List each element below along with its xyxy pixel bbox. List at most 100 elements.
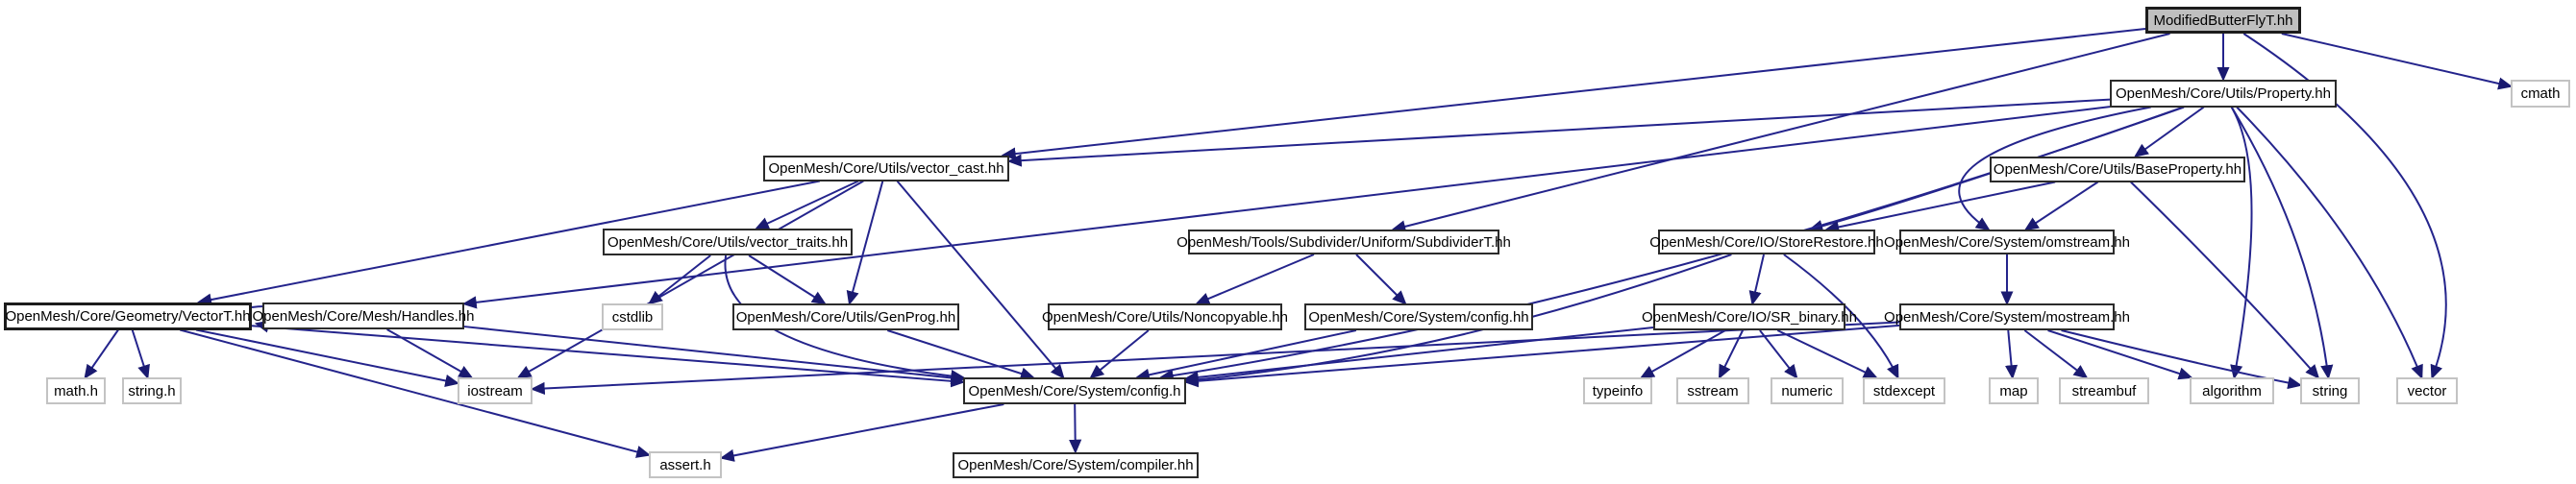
include-edge-mod-to-subdividert <box>1391 33 2170 233</box>
graph-node-genprog[interactable]: OpenMesh/Core/Utils/GenProg.hh <box>732 303 959 330</box>
include-edge-vector_cast-to-genprog <box>846 181 884 306</box>
include-edge-subdividert-to-confighh <box>1355 254 1407 305</box>
graph-node-map: map <box>1989 377 2039 404</box>
include-edge-vector_traits-to-cstdlib <box>648 254 711 305</box>
graph-node-label: OpenMesh/Core/Utils/Property.hh <box>2116 85 2331 102</box>
graph-node-baseproperty[interactable]: OpenMesh/Core/Utils/BaseProperty.hh <box>1990 156 2245 182</box>
graph-node-label: OpenMesh/Core/System/compiler.hh <box>957 456 1194 473</box>
include-edge-vectort-to-math_h <box>84 328 119 379</box>
include-edge-property-to-handles <box>461 106 2111 309</box>
graph-node-vector: vector <box>2396 377 2458 404</box>
include-edge-vector_cast-to-iostream <box>516 180 864 379</box>
include-edge-storerestore-to-stdexcept <box>1783 254 1899 380</box>
include-edge-noncopyable-to-configh <box>1089 329 1150 379</box>
graph-node-vector_cast[interactable]: OpenMesh/Core/Utils/vector_cast.hh <box>763 155 1009 182</box>
graph-node-storerestore[interactable]: OpenMesh/Core/IO/StoreRestore.hh <box>1649 230 1884 254</box>
include-edge-mostream-to-algorithm <box>2047 329 2193 380</box>
graph-node-label: iostream <box>467 382 523 399</box>
include-edge-sr_binary-to-numeric <box>1759 329 1798 379</box>
graph-node-label: OpenMesh/Core/IO/SR_binary.hh <box>1642 308 1857 326</box>
include-edge-sr_binary-to-configh <box>1183 326 1654 384</box>
graph-node-label: math.h <box>54 382 98 399</box>
include-edge-mod-to-vector_cast <box>1001 27 2146 160</box>
graph-node-label: OpenMesh/Core/Mesh/Handles.hh <box>252 307 475 325</box>
graph-node-label: OpenMesh/Core/System/omstream.hh <box>1884 233 2130 251</box>
graph-node-omstream[interactable]: OpenMesh/Core/System/omstream.hh <box>1884 230 2130 254</box>
graph-node-label: ModifiedButterFlyT.hh <box>2153 12 2293 29</box>
graph-node-math_h: math.h <box>46 377 106 404</box>
include-edge-configh-to-compiler <box>1069 403 1082 454</box>
graph-node-label: OpenMesh/Core/System/config.hh <box>1308 308 1529 326</box>
include-edge-vectort-to-iostream <box>195 328 460 387</box>
graph-node-label: OpenMesh/Core/Utils/Noncopyable.hh <box>1042 308 1288 326</box>
graph-node-mostream[interactable]: OpenMesh/Core/System/mostream.hh <box>1884 303 2130 330</box>
graph-node-label: cmath <box>2520 85 2561 102</box>
graph-node-iostream: iostream <box>458 377 533 404</box>
include-edge-subdividert-to-noncopyable <box>1195 254 1315 305</box>
graph-node-label: vector <box>2407 382 2447 399</box>
graph-node-label: sstream <box>1687 382 1739 399</box>
include-edge-mostream-to-configh <box>1183 324 1900 388</box>
graph-node-vector_traits[interactable]: OpenMesh/Core/Utils/vector_traits.hh <box>603 229 853 255</box>
graph-node-label: algorithm <box>2202 382 2262 399</box>
include-edge-vectort-to-configh <box>251 325 966 388</box>
include-edge-mostream-to-streambuf <box>2023 329 2089 379</box>
graph-node-label: streambuf <box>2071 382 2137 399</box>
include-edge-configh-to-assert_h <box>719 403 1004 462</box>
include-edge-vector_traits-to-genprog <box>748 254 827 305</box>
include-edge-vector_cast-to-vector_traits <box>754 180 859 230</box>
graph-node-label: OpenMesh/Core/Geometry/VectorT.hh <box>5 307 251 325</box>
graph-node-compiler[interactable]: OpenMesh/Core/System/compiler.hh <box>953 451 1199 478</box>
graph-node-label: OpenMesh/Core/Utils/vector_cast.hh <box>768 159 1004 177</box>
include-edge-property-to-vector_cast <box>1006 98 2111 167</box>
include-edge-sr_binary-to-typeinfo <box>1639 329 1726 379</box>
graph-node-assert_h: assert.h <box>649 451 722 478</box>
include-edge-property-to-vector <box>2236 106 2423 380</box>
graph-node-label: cstdlib <box>611 308 654 326</box>
include-edge-mostream-to-iostream <box>530 321 1900 396</box>
include-edge-mostream-to-string <box>2061 329 2303 390</box>
include-edge-vector_cast-to-vectort <box>197 180 821 306</box>
include-edge-vectort-to-assert_h <box>179 328 652 458</box>
graph-node-sr_binary[interactable]: OpenMesh/Core/IO/SR_binary.hh <box>1642 303 1857 330</box>
include-edge-property-to-string <box>2230 106 2334 380</box>
include-edge-property-to-algorithm <box>2230 106 2253 380</box>
graph-node-label: assert.h <box>659 456 711 473</box>
graph-node-label: stdexcept <box>1872 382 1936 399</box>
graph-node-property[interactable]: OpenMesh/Core/Utils/Property.hh <box>2110 79 2337 108</box>
graph-node-label: OpenMesh/Core/System/mostream.hh <box>1884 308 2130 326</box>
graph-node-cmath: cmath <box>2511 79 2570 108</box>
graph-node-label: OpenMesh/Core/Utils/vector_traits.hh <box>607 233 849 251</box>
include-edge-baseproperty-to-storerestore <box>1824 181 2056 233</box>
include-edge-genprog-to-configh <box>886 329 1035 380</box>
graph-node-configh[interactable]: OpenMesh/Core/System/config.h <box>963 377 1186 404</box>
graph-node-label: map <box>1999 382 2028 399</box>
include-edge-property-to-baseproperty <box>2133 106 2205 157</box>
include-edge-mostream-to-map <box>2005 329 2019 380</box>
graph-node-subdividert[interactable]: OpenMesh/Tools/Subdivider/Uniform/Subdiv… <box>1177 230 1511 254</box>
include-edge-vectort-to-string_h <box>131 329 150 380</box>
graph-node-handles[interactable]: OpenMesh/Core/Mesh/Handles.hh <box>253 302 474 329</box>
graph-node-typeinfo: typeinfo <box>1583 377 1652 404</box>
graph-node-label: OpenMesh/Core/Utils/GenProg.hh <box>735 308 956 326</box>
graph-node-numeric: numeric <box>1771 377 1844 404</box>
include-edge-baseproperty-to-omstream <box>2023 181 2099 231</box>
graph-node-noncopyable[interactable]: OpenMesh/Core/Utils/Noncopyable.hh <box>1042 303 1288 330</box>
graph-node-cstdlib: cstdlib <box>602 303 663 330</box>
graph-node-vectort[interactable]: OpenMesh/Core/Geometry/VectorT.hh <box>4 302 252 330</box>
graph-node-confighh[interactable]: OpenMesh/Core/System/config.hh <box>1304 303 1533 330</box>
graph-node-label: string <box>2312 382 2348 399</box>
include-edge-vector_cast-to-configh <box>896 180 1065 379</box>
include-edge-sr_binary-to-stdexcept <box>1776 329 1878 378</box>
graph-node-string: string <box>2300 377 2360 404</box>
graph-node-algorithm: algorithm <box>2190 377 2274 404</box>
graph-node-stdexcept: stdexcept <box>1863 377 1945 404</box>
graph-node-streambuf: streambuf <box>2059 377 2149 404</box>
graph-node-label: OpenMesh/Core/Utils/BaseProperty.hh <box>1993 160 2242 178</box>
graph-node-mod: ModifiedButterFlyT.hh <box>2145 7 2301 34</box>
include-edge-property-to-omstream <box>1958 106 2151 231</box>
include-edge-storerestore-to-configh <box>1183 254 1732 386</box>
graph-node-sstream: sstream <box>1676 377 1749 404</box>
graph-node-label: typeinfo <box>1592 382 1644 399</box>
